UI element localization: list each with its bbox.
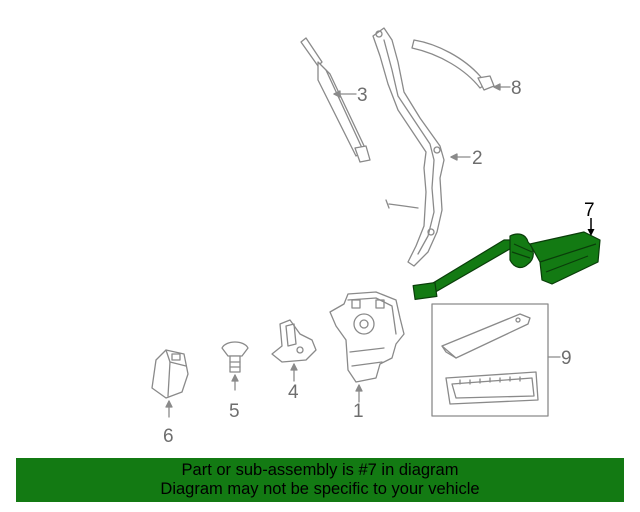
banner-line-part: Part or sub-assembly is #7 in diagram xyxy=(181,461,459,479)
info-banner: Part or sub-assembly is #7 in diagram Di… xyxy=(16,458,624,502)
part-9-kit xyxy=(431,303,549,417)
callout-4: 4 xyxy=(288,382,299,403)
parts-diagram: 3 2 8 7 9 1 4 5 6 xyxy=(151,27,601,447)
part-8-trim-strip xyxy=(411,39,495,91)
part-3-gas-strut xyxy=(300,37,371,163)
callout-2: 2 xyxy=(472,148,483,169)
callout-7: 7 xyxy=(584,200,595,221)
part-7-actuator xyxy=(412,231,601,301)
part-1-latch xyxy=(329,291,405,383)
part-6-switch xyxy=(151,349,189,399)
callout-1: 1 xyxy=(353,401,364,422)
arrow-6 xyxy=(165,400,173,408)
arrow-4 xyxy=(290,363,298,371)
arrow-1 xyxy=(355,384,363,392)
part-2-hinge-arm xyxy=(372,27,445,267)
banner-line-disclaimer: Diagram may not be specific to your vehi… xyxy=(160,480,480,498)
arrow-7 xyxy=(587,229,595,236)
arrow-2 xyxy=(450,153,458,161)
part-4-striker xyxy=(271,319,317,363)
arrow-5 xyxy=(231,374,239,382)
arrow-8 xyxy=(493,83,501,91)
callout-8: 8 xyxy=(511,78,522,99)
arrow-3 xyxy=(333,90,341,98)
callout-6: 6 xyxy=(163,426,174,447)
part-5-bolt xyxy=(221,341,249,373)
callout-9: 9 xyxy=(561,348,572,369)
callout-3: 3 xyxy=(357,85,368,106)
callout-5: 5 xyxy=(229,401,240,422)
